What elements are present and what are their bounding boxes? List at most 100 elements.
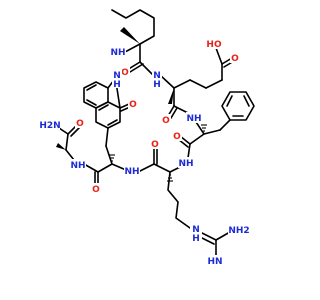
atom-glu-phe-nh: NH [186,112,202,124]
indole-double-bond-3 [86,84,97,91]
glu-alpha-beta-bond [173,79,191,89]
label-backing [230,52,240,63]
stereo-wedges [56,27,207,182]
guanidine-nh2-bond [215,231,231,241]
atom-label: O [231,54,239,64]
nle-carbonyl-n-bond [139,61,154,76]
atom-label: NH [110,48,125,58]
indole-double-bond-1 [98,104,109,111]
label-backing [205,38,223,49]
phenyl-ring-bond [221,91,255,121]
label-backing [75,117,85,128]
label-backing [91,183,101,194]
atom-label: H [113,80,121,90]
n-glu-alpha-bond [159,74,175,89]
atom-guanidine-imine: N H [190,224,202,244]
arg-alpha-carbonyl-bond [153,163,171,173]
label-backing [206,255,224,266]
label-backing [128,98,138,109]
label-backing [172,130,182,141]
atom-label: N [192,225,200,235]
label-backing [70,159,86,170]
atom-label: H2N [39,121,60,131]
butyl-chain-bond [111,9,155,45]
n-asn-alpha-bond [65,149,75,161]
n-trp-alpha-bond [111,163,127,171]
phenyl-double-bond-3 [226,95,233,107]
atom-arg-trp-nh: NH [124,165,140,177]
indole-double-bond-4 [86,99,97,106]
atom-nle-carbonyl: O [120,66,130,78]
atom-guanidine-hn: HN [206,255,224,267]
label-backing [112,70,122,88]
asn-wedge-bond [56,143,66,150]
atom-labels: NH N H O O HO O NH O [39,38,250,267]
atom-label: O [129,100,137,110]
label-backing [110,46,126,57]
n-guanidine-carbon-bond [199,231,217,241]
atom-label: O [162,116,170,126]
atom-trp-asn-nh: NH [70,159,86,171]
atom-label: N [153,71,161,81]
phe-alpha-beta-bond [203,129,221,135]
indole-double-bond-2 [107,119,118,126]
atom-label: O [121,68,129,78]
glu-gamma-delta-bond [205,79,223,89]
atom-trp-carbonyl: O [91,183,101,195]
label-backing [161,114,171,125]
atom-label: N [113,71,121,81]
asn-amide-o-bond [67,125,77,135]
indole-ring-o-bond [119,103,130,109]
label-backing [152,70,162,88]
phenyl-double-bond-2 [243,95,250,107]
nle-wedge-bond [120,27,140,44]
atom-glu-carbonyl: O [161,114,171,126]
atom-label: O [76,119,84,129]
atom-guanidine-nh2: NH2 [228,224,250,236]
trp-beta-ring-bond [105,127,109,147]
atom-trp-indole-n: N H [112,70,122,90]
nle-alpha-nh-bond [124,43,141,53]
glu-carbonyl-o-double-bond [170,107,178,119]
indole-upper-ring-bond [83,81,109,109]
atom-label: NH [178,159,193,169]
trp-alpha-carbonyl-bond [97,163,113,173]
glu-wedge-bond [168,88,174,104]
phe-alpha-carbonyl-bond [189,133,205,145]
atom-asn-amide-o: O [75,117,85,129]
molecule-diagram: NH N H O O HO O NH O [39,9,255,267]
glu-beta-gamma-bond [189,79,207,89]
label-backing [124,165,140,176]
label-backing [228,224,250,236]
structure-svg: NH N H O O HO O NH O [39,9,255,267]
phe-carbonyl-n-bond [187,143,191,159]
label-backing [40,119,60,131]
arg-side-chain-bond [167,171,191,229]
acid-oh-bond [215,47,223,65]
atom-label: HO [206,40,222,50]
asn-amide-o-double-bond [70,127,80,137]
atom-label: H [192,234,200,244]
atom-trp-ring-o: O [128,98,138,110]
atom-label: HN [207,257,222,267]
atom-acid-carbonyl: O [230,52,240,64]
atom-nle-amide: N H [152,70,162,90]
atom-acid-hydroxyl: HO [205,38,223,50]
atom-label: NH [124,167,139,177]
n-phe-alpha-bond [195,121,205,135]
atom-label: NH [186,114,201,124]
bonds [55,9,255,259]
trp-carbonyl-n-bond [83,163,99,173]
arg-carbonyl-n-bond [137,163,155,173]
label-backing [190,224,202,242]
label-backing [186,112,202,123]
label-backing [120,66,130,77]
nle-carbonyl-o-double-bond [129,63,144,73]
atom-label: O [92,185,100,195]
asn-alpha-amide-bond [65,133,69,151]
phe-beta-ring-bond [219,119,231,131]
atom-label: NH2 [228,226,249,236]
label-backing [150,138,160,149]
atom-asn-amide-n: H2N [39,119,61,131]
atom-label: H [153,80,161,90]
